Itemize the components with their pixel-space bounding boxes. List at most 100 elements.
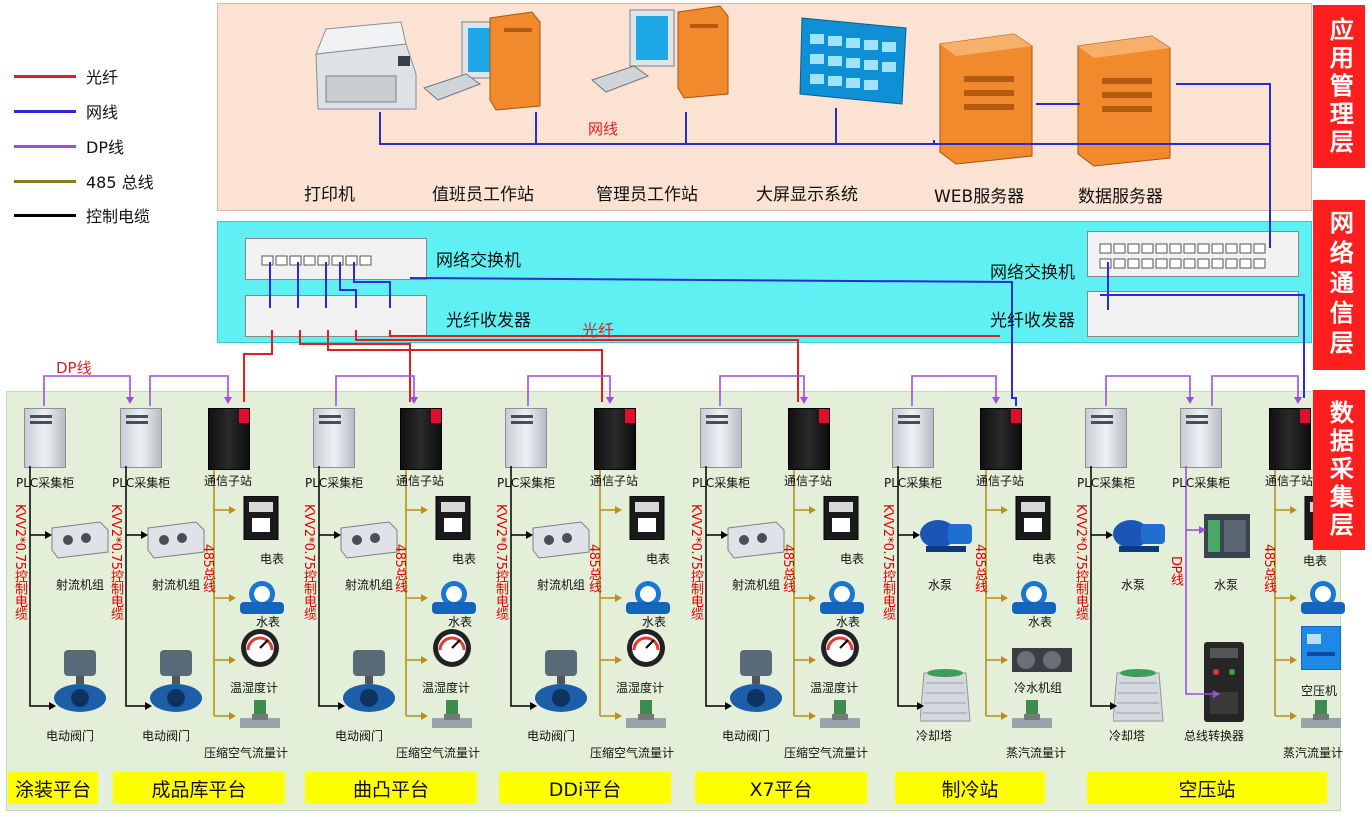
left-network-switch xyxy=(245,238,427,280)
thermo-hygrometer-icon-3 xyxy=(433,629,471,667)
printer-label: 打印机 xyxy=(304,185,355,205)
comm-substation-label-5: 通信子站 xyxy=(784,474,833,488)
airflow-meter-icon-3 xyxy=(432,700,472,728)
legend-fiber-label: 光纤 xyxy=(86,68,119,87)
airflow-label-4: 压缩空气流量计 xyxy=(590,746,675,760)
layer-tag-app: 应用管理层 xyxy=(1313,5,1365,168)
comm-substation-label-4: 通信子站 xyxy=(590,474,639,488)
layer-tag-data-text: 数据采集层 xyxy=(1325,400,1354,540)
duty-workstation-label: 值班员工作站 xyxy=(432,185,534,205)
plc-cabinet-3 xyxy=(313,408,355,468)
meter-label-3: 电表 xyxy=(452,552,477,566)
bus-converter-label: 总线转换器 xyxy=(1184,729,1245,743)
control-cable-label-6: KVV2*0.75控制电缆 xyxy=(880,504,895,620)
right-network-switch xyxy=(1087,231,1299,277)
admin-workstation-label: 管理员工作站 xyxy=(596,185,698,205)
bus-converter-icon xyxy=(1204,642,1244,722)
data-server-icon xyxy=(1077,35,1171,167)
water-meter-label-3: 水表 xyxy=(448,615,473,629)
compressor-icon xyxy=(1301,626,1341,670)
platform-finished-storage: 成品库平台 xyxy=(113,772,285,804)
water-meter-icon-8 xyxy=(1301,581,1345,614)
jet-unit-icon-1 xyxy=(51,521,109,559)
layer-tag-app-text: 应用管理层 xyxy=(1325,16,1354,157)
left-transceiver-label: 光纤收发器 xyxy=(446,311,531,331)
admin-workstation-icon xyxy=(591,5,729,99)
jet-unit-icon-2 xyxy=(147,521,205,559)
airflow-label-2: 压缩空气流量计 xyxy=(204,746,289,760)
platform-ddi: DDi平台 xyxy=(499,772,671,804)
big-screen-display-icon xyxy=(799,17,907,105)
plc-cabinet-label-3: PLC采集柜 xyxy=(305,476,364,490)
comm-substation-6 xyxy=(980,408,1022,470)
platform-painting: 涂装平台 xyxy=(8,772,98,804)
airflow-label-3: 压缩空气流量计 xyxy=(396,746,481,760)
layer-tag-net-text: 网络通信层 xyxy=(1325,210,1354,360)
thermo-hygrometer-icon-2 xyxy=(241,629,279,667)
big-screen-label: 大屏显示系统 xyxy=(756,185,858,205)
legend-ethernet: 网线 xyxy=(14,101,119,122)
pump-icon-6 xyxy=(920,520,972,552)
chiller-icon xyxy=(1012,648,1072,672)
meter-icon-4 xyxy=(629,496,665,540)
steam-meter-icon-8 xyxy=(1301,700,1341,728)
electric-valve-icon-5 xyxy=(730,650,782,712)
legend-ethernet-swatch xyxy=(14,109,76,113)
electric-valve-label-3: 电动阀门 xyxy=(335,729,384,743)
control-cable-label-2: KVV2*0.75控制电缆 xyxy=(108,504,123,620)
airflow-meter-icon-5 xyxy=(820,700,860,728)
comm-substation-label-2: 通信子站 xyxy=(204,474,253,488)
plc-cabinet-label-2: PLC采集柜 xyxy=(112,476,171,490)
legend-control-swatch xyxy=(14,213,76,217)
right-fiber-transceiver xyxy=(1087,291,1299,337)
meter-label-6: 电表 xyxy=(1032,552,1057,566)
meter-icon-5 xyxy=(823,496,859,540)
plc-cabinet-label-1: PLC采集柜 xyxy=(16,476,75,490)
platform-qutu: 曲凸平台 xyxy=(305,772,477,804)
thermo-hygrometer-icon-4 xyxy=(627,629,665,667)
printer-icon xyxy=(315,21,417,110)
airflow-label-5: 压缩空气流量计 xyxy=(784,746,869,760)
meter-icon-2 xyxy=(243,496,279,540)
water-meter-label-5: 水表 xyxy=(836,615,861,629)
left-fiber-transceiver xyxy=(245,295,427,337)
steam-meter-icon-6 xyxy=(1012,700,1052,728)
comm-substation-2 xyxy=(208,408,250,470)
plc-pump-label: 水泵 xyxy=(1214,578,1239,592)
bus485-label-3: 485总线 xyxy=(392,544,407,593)
legend-485-swatch xyxy=(14,179,76,183)
plc-cabinet-label-8: PLC采集柜 xyxy=(1172,476,1231,490)
jet-unit-icon-4 xyxy=(532,521,590,559)
electric-valve-icon-2 xyxy=(150,650,202,712)
thermo-label-2: 温湿度计 xyxy=(230,681,279,695)
water-meter-icon-3 xyxy=(432,581,476,614)
cooling-tower-label-6: 冷却塔 xyxy=(916,729,953,743)
legend-485-label: 485 总线 xyxy=(86,173,154,192)
plc-cabinet-6 xyxy=(892,408,934,468)
meter-icon-6 xyxy=(1015,496,1051,540)
plc-cabinet-label-5: PLC采集柜 xyxy=(692,476,751,490)
comm-substation-5 xyxy=(788,408,830,470)
water-meter-icon-5 xyxy=(820,581,864,614)
jet-unit-label-5: 射流机组 xyxy=(732,578,781,592)
electric-valve-icon-1 xyxy=(54,650,106,712)
airflow-meter-icon-4 xyxy=(626,700,666,728)
control-cable-label-7: KVV2*0.75控制电缆 xyxy=(1073,504,1088,620)
comm-substation-4 xyxy=(594,408,636,470)
web-server-label: WEB服务器 xyxy=(934,187,1025,207)
legend-dp: DP线 xyxy=(14,136,124,157)
plc-cabinet-label-6: PLC采集柜 xyxy=(884,476,943,490)
legend-ethernet-label: 网线 xyxy=(86,103,119,122)
plc-module-icon xyxy=(1204,514,1250,558)
data-server-label: 数据服务器 xyxy=(1078,187,1163,207)
water-meter-icon-4 xyxy=(626,581,670,614)
layer-tag-net: 网络通信层 xyxy=(1313,200,1365,370)
thermo-label-4: 温湿度计 xyxy=(616,681,665,695)
bus485-label-4: 485总线 xyxy=(586,544,601,593)
legend-dp-label: DP线 xyxy=(86,138,124,157)
comm-substation-8 xyxy=(1269,408,1311,470)
jet-unit-icon-3 xyxy=(340,521,398,559)
ethernet-line-label: 网线 xyxy=(588,120,619,138)
layer-tag-data: 数据采集层 xyxy=(1313,390,1365,550)
jet-unit-icon-5 xyxy=(727,521,785,559)
